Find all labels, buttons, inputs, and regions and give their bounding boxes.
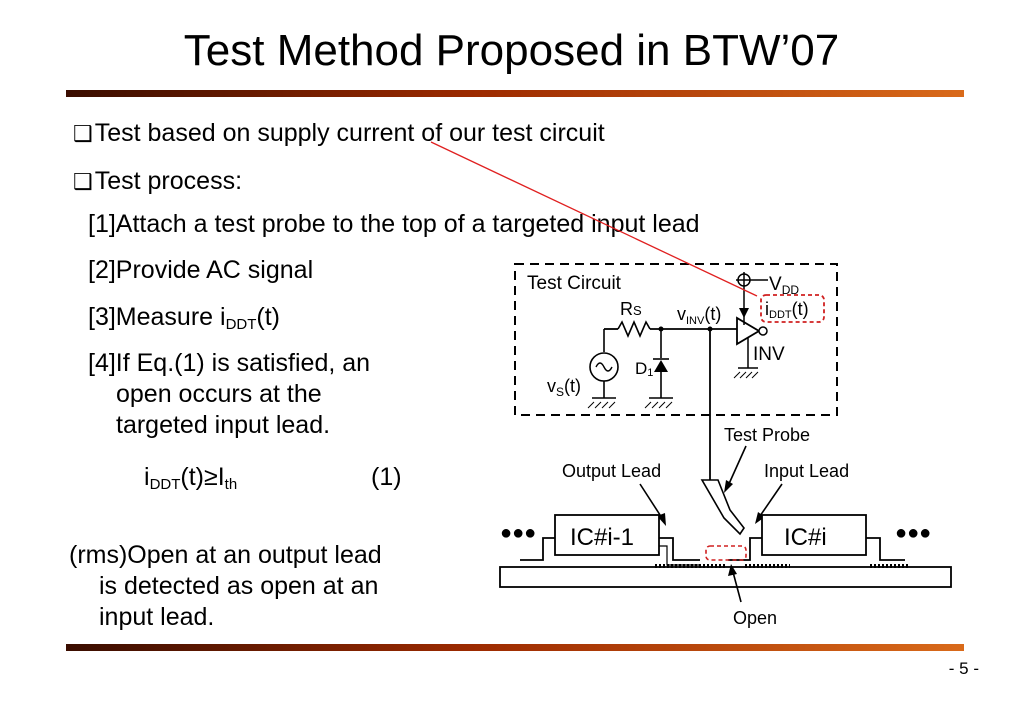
note: (rms)Open at an output lead is detected … bbox=[69, 541, 382, 631]
resistor-icon bbox=[617, 319, 651, 339]
vinv-label: vINV(t) bbox=[677, 304, 721, 327]
inv-label: INV bbox=[753, 344, 785, 365]
checkbox-bullet-icon: ❑ bbox=[73, 169, 93, 194]
open-label: Open bbox=[733, 608, 777, 628]
iddt-highlight-box bbox=[760, 294, 825, 323]
inverter-icon bbox=[736, 316, 761, 346]
bullet-supply-current: ❑Test based on supply current of our tes… bbox=[73, 119, 605, 147]
dots-left-icon: ●●● bbox=[500, 522, 536, 544]
equation: iDDT(t)≥Ith bbox=[144, 463, 238, 493]
open-highlight bbox=[705, 545, 747, 561]
test-circuit-box bbox=[514, 263, 838, 416]
bullet-test-process: ❑Test process: bbox=[73, 167, 243, 195]
step-2: [2]Provide AC signal bbox=[88, 256, 314, 284]
iddt-label: iDDT(t) bbox=[765, 299, 809, 321]
dots-right-icon: ●●● bbox=[895, 522, 931, 544]
step-4: [4]If Eq.(1) is satisfied, an open occur… bbox=[88, 349, 371, 439]
vdd-label: VDD bbox=[769, 274, 799, 297]
pointer-line bbox=[430, 141, 758, 297]
output-lead-wire bbox=[659, 537, 700, 561]
input-lead-label: Input Lead bbox=[764, 461, 849, 481]
test-probe-icon bbox=[700, 479, 745, 536]
input-lead-wire bbox=[728, 537, 762, 561]
footer-divider bbox=[66, 644, 964, 651]
output-lead-label: Output Lead bbox=[562, 461, 661, 481]
step-1: [1]Attach a test probe to the top of a t… bbox=[88, 210, 700, 238]
vs-label: vS(t) bbox=[547, 376, 581, 399]
checkbox-bullet-icon: ❑ bbox=[73, 121, 93, 146]
test-probe-label: Test Probe bbox=[724, 425, 810, 445]
ic-right-package bbox=[761, 514, 867, 556]
test-circuit-label: Test Circuit bbox=[527, 273, 622, 294]
title-divider bbox=[66, 90, 964, 97]
diode-icon bbox=[654, 360, 668, 372]
slide-title: Test Method Proposed in BTW’07 bbox=[183, 26, 840, 75]
step-3: [3]Measure iDDT(t) bbox=[88, 303, 280, 333]
ic-right-label: IC#i bbox=[784, 524, 827, 551]
d1-label: D1 bbox=[635, 359, 653, 379]
equation-number: (1) bbox=[371, 463, 402, 491]
page-number: - 5 - bbox=[948, 659, 979, 678]
rs-label: RS bbox=[620, 299, 642, 319]
current-arrow-icon bbox=[739, 308, 749, 318]
ic-left-label: IC#i-1 bbox=[570, 524, 634, 551]
ic-left-package bbox=[554, 514, 660, 556]
pcb-board bbox=[499, 566, 952, 588]
